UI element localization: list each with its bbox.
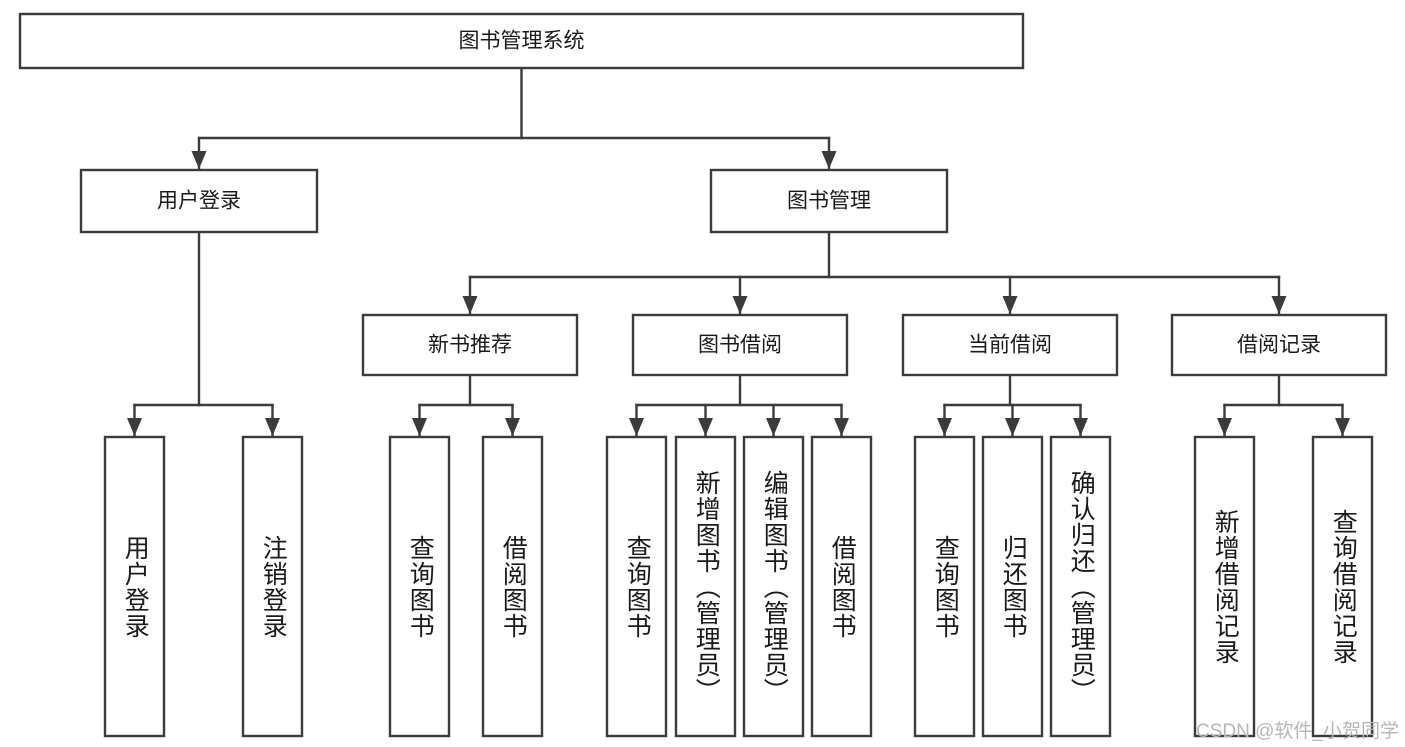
node-box-leaf-2[interactable] (388, 435, 451, 738)
connector-group (127, 66, 1350, 438)
node-box-leaf-11[interactable] (1193, 435, 1256, 738)
node-label-level3-3: 借阅记录 (1237, 334, 1321, 357)
arrow-to-leaf-2-2 (766, 418, 781, 436)
arrow-level2-to-level3-1 (732, 296, 748, 314)
node-box-level3-1[interactable] (631, 313, 849, 377)
arrow-root-to-level2-0 (191, 151, 207, 169)
node-box-leaf-3[interactable] (481, 435, 544, 738)
arrow-to-leaf-2-3 (834, 418, 849, 436)
node-label-level3-2: 当前借阅 (968, 334, 1052, 357)
node-box-level3-0[interactable] (361, 313, 579, 377)
arrow-level2-to-level3-2 (1002, 296, 1018, 314)
node-box-leaf-6[interactable] (742, 435, 805, 738)
node-box-level3-2[interactable] (901, 313, 1119, 377)
arrow-level2-to-level3-0 (462, 296, 478, 314)
node-box-leaf-4[interactable] (605, 435, 668, 738)
node-label-level3-0: 新书推荐 (428, 334, 512, 357)
arrow-to-leaf-0-1 (265, 418, 280, 436)
arrow-to-leaf-4-0 (1217, 418, 1232, 436)
node-box-level2-0[interactable] (79, 168, 319, 234)
arrow-to-leaf-2-1 (698, 418, 713, 436)
arrow-to-leaf-2-0 (629, 418, 644, 436)
node-label-level3-1: 图书借阅 (698, 334, 782, 357)
node-box-leaf-5[interactable] (674, 435, 737, 738)
node-box-leaf-12[interactable] (1311, 435, 1374, 738)
arrow-to-leaf-4-1 (1335, 418, 1350, 436)
arrow-root-to-level2-1 (821, 151, 837, 169)
node-box-root[interactable] (18, 12, 1025, 70)
node-box-level3-3[interactable] (1170, 313, 1388, 377)
arrow-to-leaf-3-0 (937, 418, 952, 436)
node-label-root: 图书管理系统 (459, 30, 585, 53)
node-box-level2-1[interactable] (709, 168, 949, 234)
node-box-leaf-0[interactable] (103, 435, 166, 738)
node-box-leaf-10[interactable] (1049, 435, 1112, 738)
arrow-to-leaf-3-2 (1073, 418, 1088, 436)
arrow-level2-to-level3-3 (1271, 296, 1287, 314)
node-box-leaf-9[interactable] (981, 435, 1044, 738)
watermark-text: CSDN @软件_小贺同学 (1196, 721, 1399, 742)
arrow-to-leaf-0-0 (127, 418, 142, 436)
arrow-to-leaf-1-1 (505, 418, 520, 436)
node-box-leaf-8[interactable] (913, 435, 976, 738)
arrow-to-leaf-3-1 (1005, 418, 1020, 436)
arrow-to-leaf-1-0 (412, 418, 427, 436)
node-label-level2-1: 图书管理 (787, 190, 871, 213)
node-box-leaf-7[interactable] (810, 435, 873, 738)
node-label-level2-0: 用户登录 (157, 190, 241, 213)
node-box-leaf-1[interactable] (241, 435, 304, 738)
